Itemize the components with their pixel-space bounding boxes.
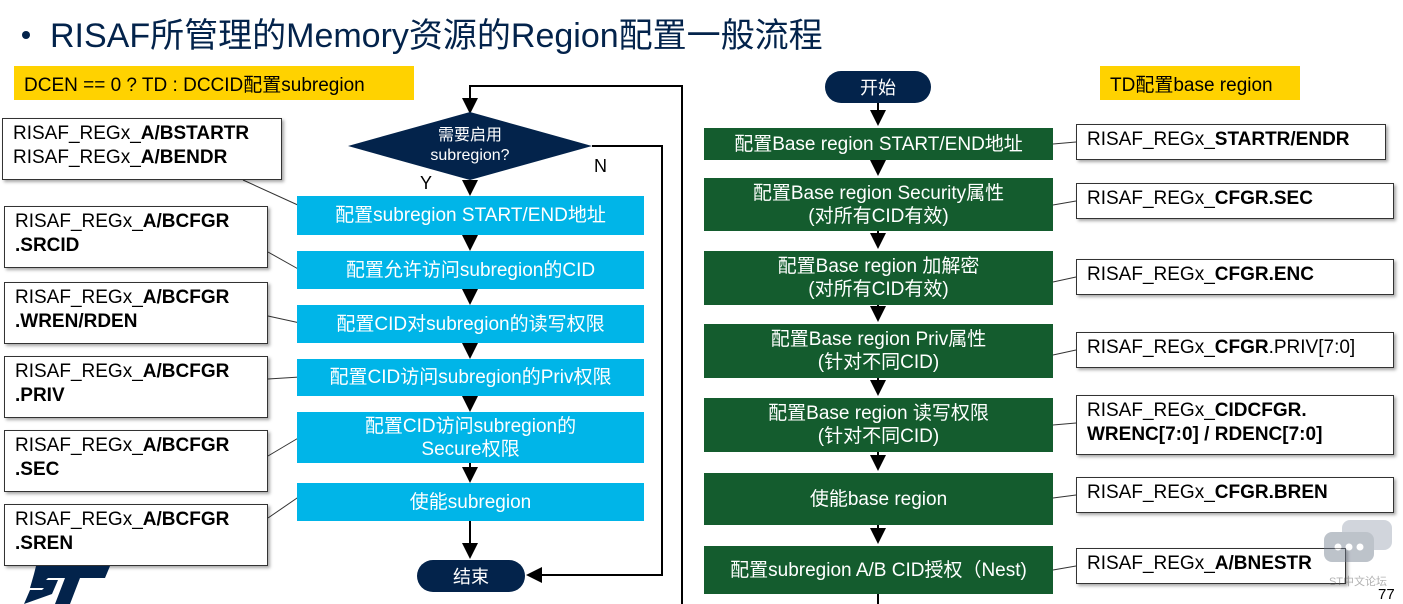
forum-chat-icon: ST中文论坛 — [1322, 520, 1394, 588]
page-number: 77 — [1378, 586, 1395, 603]
base-region-step-3: 配置Base region 加解密(对所有CID有效) — [704, 251, 1053, 305]
bullet-dot — [22, 31, 30, 40]
st-logo-icon — [24, 566, 110, 604]
register-box-right-5: RISAF_REGx_CIDCFGR. WRENC[7:0] / RDENC[7… — [1076, 395, 1394, 455]
register-box-right-1: RISAF_REGx_STARTR/ENDR — [1076, 124, 1386, 160]
base-region-step-2: 配置Base region Security属性(对所有CID有效) — [704, 178, 1053, 231]
base-region-step-1: 配置Base region START/END地址 — [704, 128, 1053, 160]
register-box-left-6: RISAF_REGx_A/BCFGR .SREN — [4, 504, 268, 566]
watermark-text: ST中文论坛 — [1328, 576, 1388, 588]
subregion-step-4: 配置CID访问subregion的Priv权限 — [297, 359, 644, 396]
subregion-step-6: 使能subregion — [297, 483, 644, 521]
decision-text: 需要启用 subregion? — [430, 127, 510, 164]
td-base-region-label: TD配置base region — [1100, 66, 1300, 100]
register-box-right-4: RISAF_REGx_CFGR.PRIV[7:0] — [1076, 332, 1394, 368]
register-box-left-1: RISAF_REGx_A/BSTARTR RISAF_REGx_A/BENDR — [2, 118, 282, 180]
register-box-right-3: RISAF_REGx_CFGR.ENC — [1076, 259, 1394, 295]
base-region-step-5: 配置Base region 读写权限(针对不同CID) — [704, 398, 1053, 452]
register-box-right-6: RISAF_REGx_CFGR.BREN — [1076, 477, 1394, 513]
decision-diamond — [348, 112, 592, 180]
base-region-step-4: 配置Base region Priv属性(针对不同CID) — [704, 324, 1053, 378]
start-terminator: 开始 — [825, 71, 931, 103]
subregion-condition-label: DCEN == 0 ? TD : DCCID配置subregion — [14, 66, 414, 100]
register-box-left-2: RISAF_REGx_A/BCFGR .SRCID — [4, 206, 268, 268]
register-box-left-4: RISAF_REGx_A/BCFGR .PRIV — [4, 356, 268, 418]
yes-label: Y — [420, 173, 433, 193]
register-box-right-7: RISAF_REGx_A/BNESTR — [1076, 548, 1346, 584]
register-box-left-5: RISAF_REGx_A/BCFGR .SEC — [4, 430, 268, 492]
subregion-step-2: 配置允许访问subregion的CID — [297, 251, 644, 289]
page-title: RISAF所管理的Memory资源的Region配置一般流程 — [22, 8, 823, 57]
no-label: N — [594, 156, 607, 176]
base-region-step-6: 使能base region — [704, 473, 1053, 525]
subregion-step-3: 配置CID对subregion的读写权限 — [297, 305, 644, 343]
subregion-step-1: 配置subregion START/END地址 — [297, 196, 644, 235]
end-terminator: 结束 — [417, 560, 525, 592]
register-box-right-2: RISAF_REGx_CFGR.SEC — [1076, 183, 1394, 219]
register-box-left-3: RISAF_REGx_A/BCFGR .WREN/RDEN — [4, 282, 268, 344]
base-region-step-7: 配置subregion A/B CID授权（Nest) — [704, 546, 1053, 594]
